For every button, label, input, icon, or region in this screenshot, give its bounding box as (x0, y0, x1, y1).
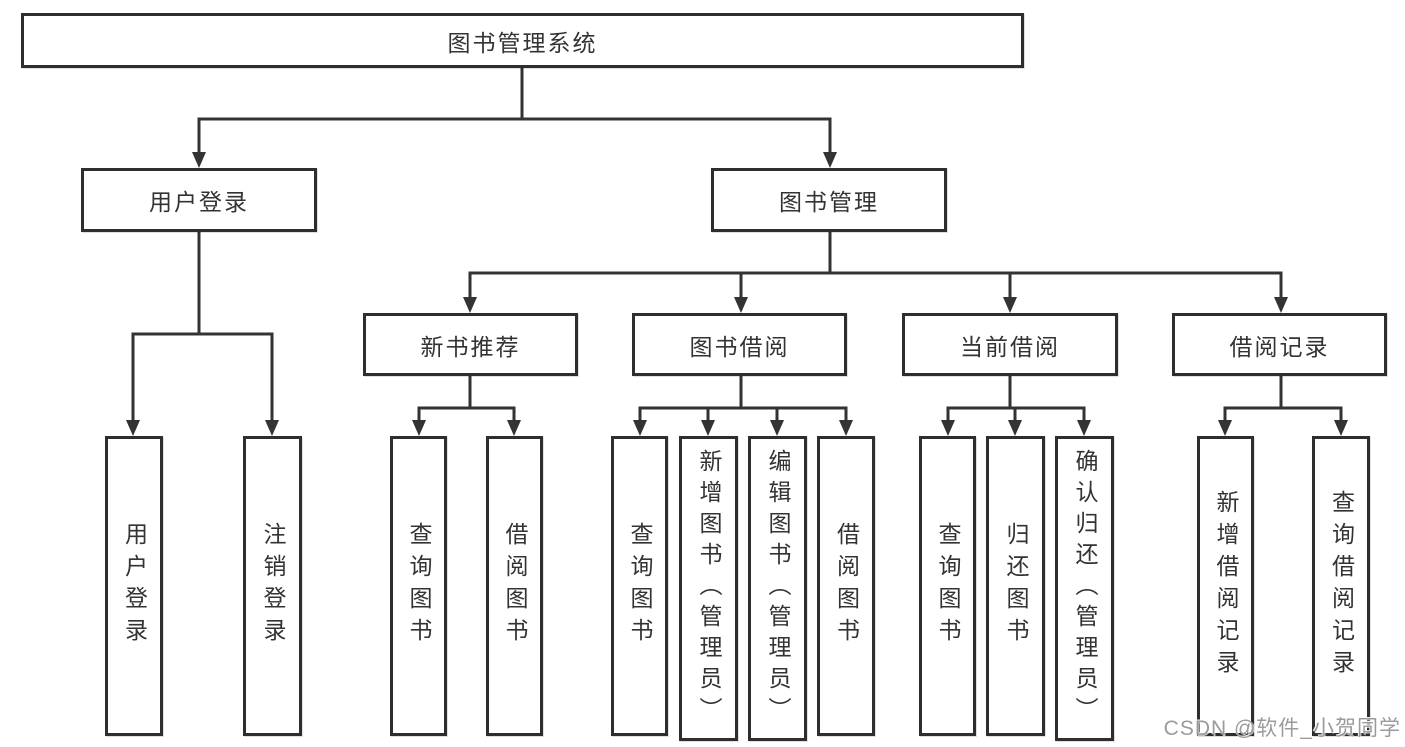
leaf-label: 查询借阅记录 (1328, 490, 1355, 682)
connector-new-book-split (417, 376, 516, 421)
leaf-borrow-books-recommend: 借阅图书 (486, 436, 543, 736)
leaf-label: 借阅图书 (833, 522, 860, 650)
leaf-query-books-recommend: 查询图书 (390, 436, 447, 736)
leaf-label: 新增借阅记录 (1213, 490, 1239, 682)
leaf-label: 查询图书 (406, 522, 432, 650)
node-label: 图书管理 (779, 189, 879, 215)
leaf-logout: 注销登录 (243, 436, 302, 736)
leaf-label: 编辑图书（管理员） (765, 449, 791, 728)
node-current-borrow: 当前借阅 (902, 313, 1118, 376)
node-label: 用户登录 (149, 189, 249, 215)
connector-user-login-split (131, 232, 274, 421)
leaf-label: 用户登录 (121, 522, 148, 650)
leaf-label: 查询图书 (935, 522, 961, 650)
node-new-book-recommend: 新书推荐 (363, 313, 578, 376)
leaf-return-book: 归还图书 (986, 436, 1045, 736)
leaf-label: 新增图书（管理员） (696, 449, 722, 728)
leaf-edit-book-admin: 编辑图书（管理员） (748, 436, 807, 741)
connector-current-borrow-split (946, 376, 1086, 421)
leaf-user-login: 用户登录 (105, 436, 163, 736)
leaf-query-books-borrow: 查询图书 (611, 436, 668, 736)
node-label: 图书管理系统 (447, 29, 598, 56)
connector-book-borrow-split (638, 376, 848, 421)
node-label: 图书借阅 (689, 333, 790, 360)
connector-book-mgmt-split (468, 232, 1283, 298)
leaf-add-book-admin: 新增图书（管理员） (679, 436, 738, 741)
node-label: 新书推荐 (420, 333, 521, 360)
node-user-login: 用户登录 (81, 168, 317, 232)
leaf-label: 借阅图书 (502, 522, 528, 650)
connector-borrow-record-split (1223, 376, 1343, 421)
node-book-borrow: 图书借阅 (632, 313, 847, 376)
node-system-root: 图书管理系统 (21, 13, 1024, 68)
leaf-confirm-return-admin: 确认归还（管理员） (1055, 436, 1114, 741)
arrowheads (126, 152, 1348, 436)
connector-root-split (197, 68, 832, 153)
leaf-add-borrow-record: 新增借阅记录 (1197, 436, 1254, 736)
node-book-management: 图书管理 (711, 168, 947, 232)
leaf-borrow-book: 借阅图书 (817, 436, 875, 736)
leaf-query-books-current: 查询图书 (919, 436, 976, 736)
csdn-watermark: CSDN @软件_小贺同学 (1163, 717, 1401, 740)
node-borrow-records: 借阅记录 (1172, 313, 1387, 376)
leaf-label: 确认归还（管理员） (1072, 449, 1098, 728)
node-label: 借阅记录 (1229, 333, 1330, 360)
leaf-query-borrow-record: 查询借阅记录 (1312, 436, 1370, 736)
leaf-label: 归还图书 (1003, 522, 1029, 650)
leaf-label: 注销登录 (260, 522, 286, 650)
leaf-label: 查询图书 (627, 522, 653, 650)
node-label: 当前借阅 (960, 333, 1060, 360)
